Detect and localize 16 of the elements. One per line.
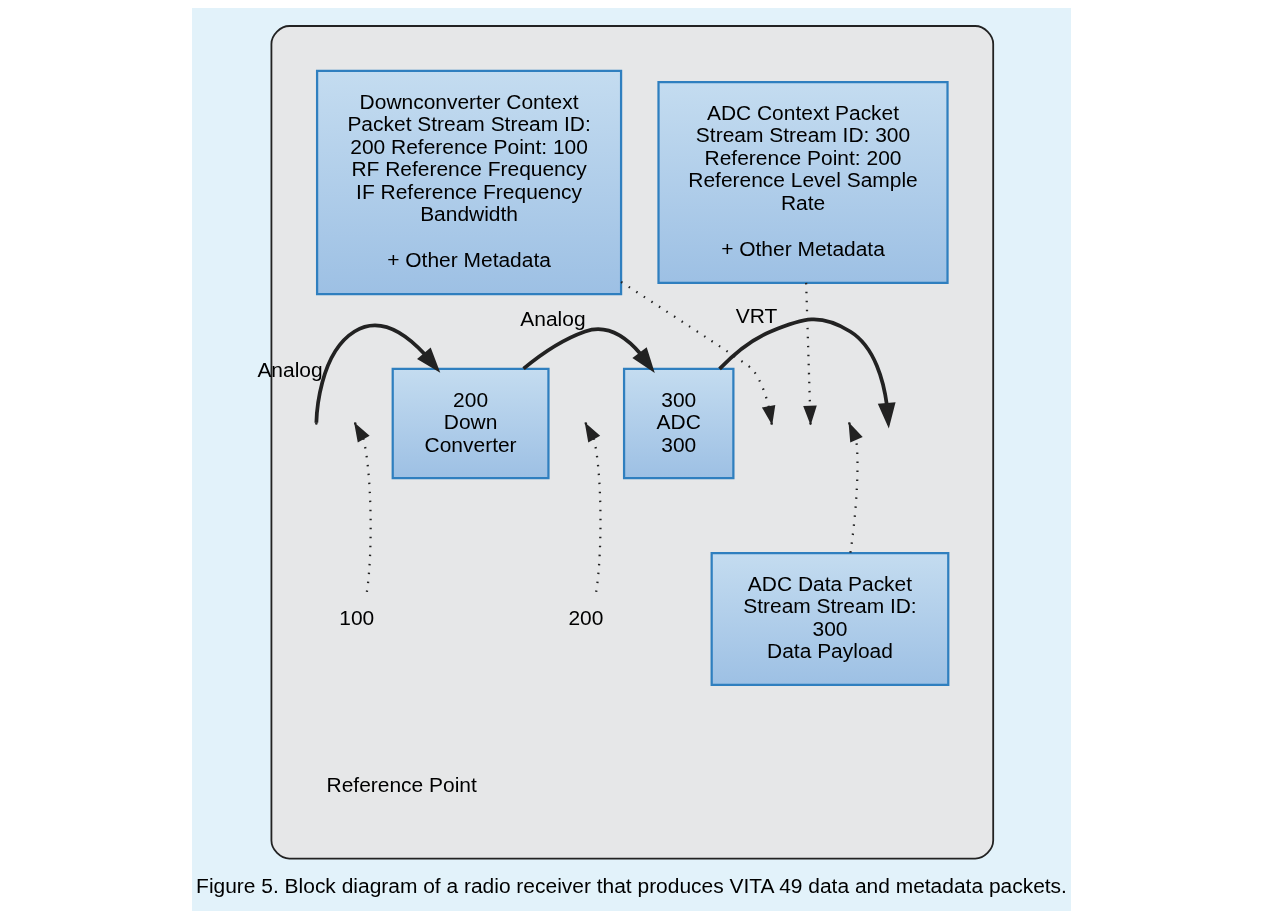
edge-label: VRT bbox=[735, 304, 777, 328]
arrow bbox=[620, 280, 775, 426]
node-box: 300 ADC 300 bbox=[622, 367, 734, 480]
arrow bbox=[584, 422, 602, 593]
label: Reference Point bbox=[326, 773, 477, 797]
node-box: Downconverter Context Packet Stream Stream ID: 200 Reference Point: 100 RF Reference Frequency IF Reference Frequency Bandwidth + Other Metadata bbox=[315, 69, 622, 296]
node-text: 100 bbox=[338, 605, 374, 629]
node-text: 200 bbox=[567, 605, 603, 629]
arrow bbox=[521, 327, 655, 373]
arrow bbox=[848, 422, 863, 553]
node-box: ADC Data Packet Stream Stream ID: 300 Data Payload bbox=[710, 551, 949, 686]
edge-label: Analog bbox=[519, 306, 586, 330]
arrow bbox=[717, 317, 896, 429]
caption: Figure 5. Block diagram of a radio receiver that produces VITA 49 data and metadata packets. bbox=[195, 874, 1067, 898]
node-box: ADC Context Packet Stream Stream ID: 300 Reference Point: 200 Reference Level Sample Rate + Other Metadata bbox=[656, 81, 949, 284]
node-box: 200 Down Converter bbox=[391, 367, 550, 480]
